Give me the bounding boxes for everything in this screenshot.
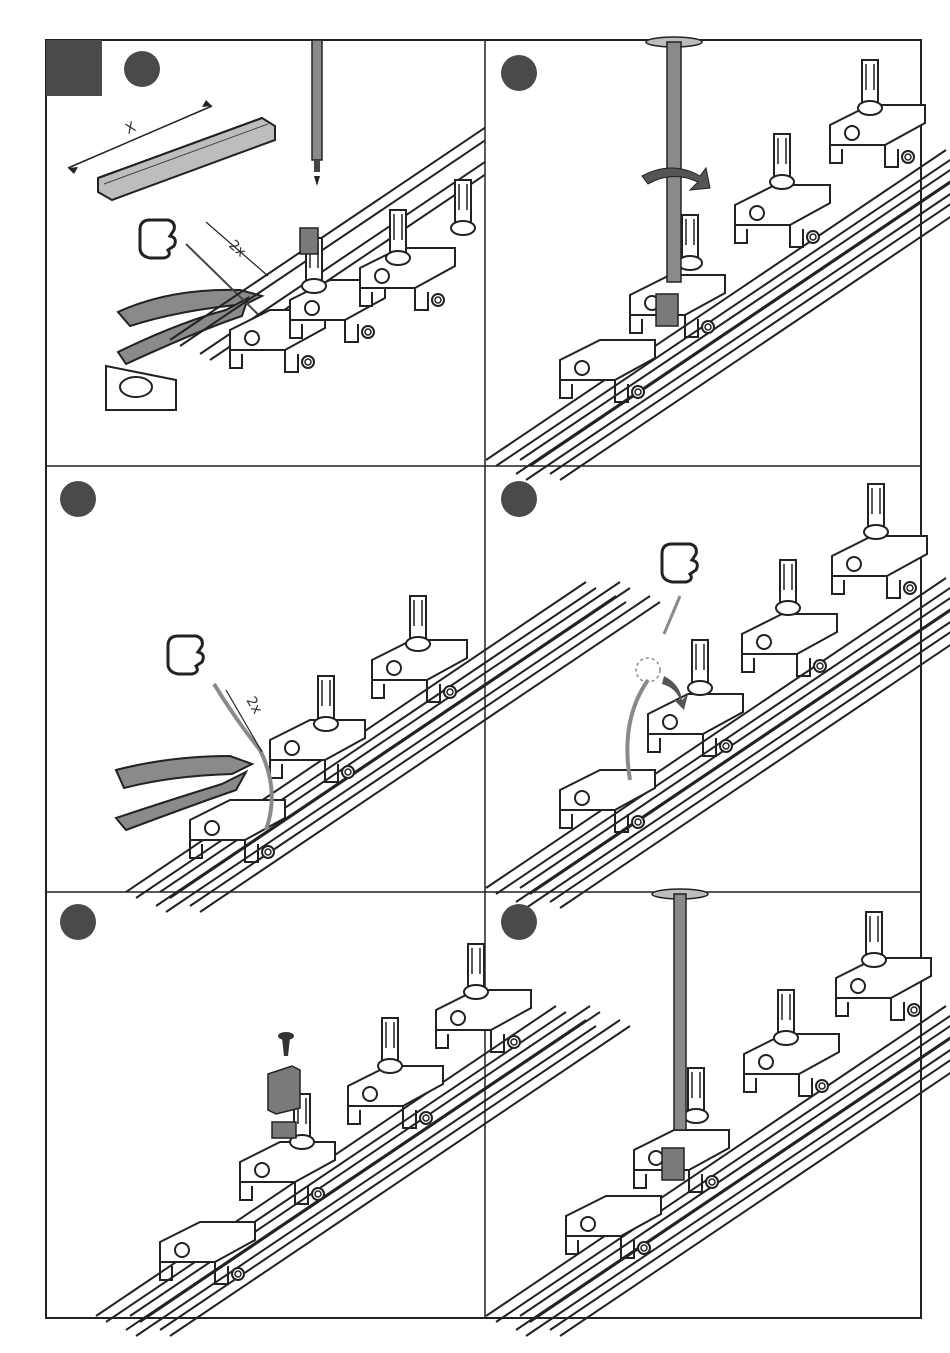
track-assembly — [486, 912, 950, 1336]
step-badge — [60, 481, 96, 517]
track-assembly — [126, 582, 660, 912]
track-assembly — [486, 484, 950, 908]
hand-icon — [140, 220, 175, 258]
hand-icon — [168, 636, 203, 674]
track-assembly — [486, 60, 950, 480]
clamp-block — [272, 1122, 296, 1138]
end-cap — [106, 366, 176, 410]
wire — [627, 680, 648, 780]
bracket-icon — [268, 1066, 300, 1114]
hand-icon — [662, 544, 697, 582]
screw-icon — [278, 1032, 294, 1056]
dim-length-label: X — [123, 119, 139, 138]
step-badge — [60, 904, 96, 940]
detail-circle — [636, 658, 660, 682]
step-badge — [501, 55, 537, 91]
track-assembly — [96, 944, 630, 1336]
rail-profile: X — [68, 100, 275, 200]
panel-2 — [486, 37, 950, 480]
step-badge — [501, 904, 537, 940]
step-badge — [124, 51, 160, 87]
bracket-icon — [656, 294, 678, 326]
bracket-icon — [662, 1148, 684, 1180]
panel-5 — [60, 904, 630, 1336]
panel-4 — [486, 481, 950, 908]
panel-3: 2x — [60, 481, 660, 912]
bracket-icon — [300, 228, 318, 254]
dim-twice-label: 2x — [243, 694, 265, 717]
section-header-block — [46, 40, 102, 96]
track-assembly — [170, 30, 670, 372]
wire — [664, 596, 680, 634]
screwdriver-icon — [312, 40, 322, 186]
panel-6 — [486, 889, 950, 1336]
step-badge — [501, 481, 537, 517]
